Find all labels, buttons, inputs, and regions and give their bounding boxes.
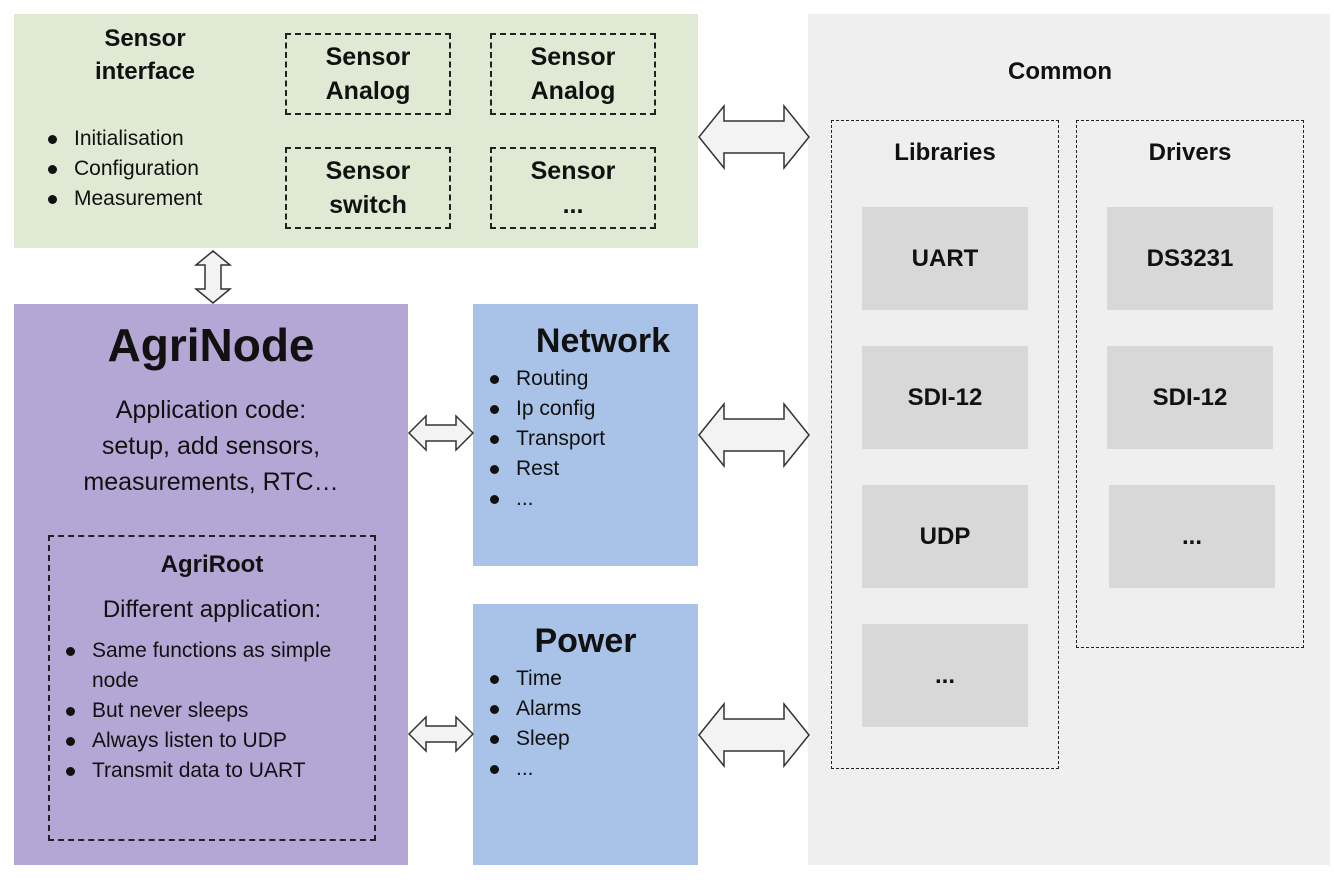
bullet-icon [48, 135, 57, 144]
bullet-icon [490, 405, 499, 414]
sensor-box-more: Sensor ... [490, 147, 656, 229]
driver-ds3231: DS3231 [1107, 207, 1273, 310]
agriroot-title: AgriRoot [160, 551, 264, 578]
bullet-icon [66, 707, 75, 716]
library-uart: UART [862, 207, 1028, 310]
bullet-icon [48, 195, 57, 204]
bullet-icon [490, 435, 499, 444]
list-item: Transport [486, 424, 696, 454]
list-item: Measurement [44, 184, 264, 214]
common-title: Common [1008, 58, 1112, 85]
network-panel [473, 304, 698, 566]
agrinode-description: Application code: setup, add sensors, me… [83, 396, 339, 496]
double-arrow-icon [698, 701, 810, 769]
agriroot-subtitle: Different application: [102, 596, 322, 623]
bullet-icon [490, 375, 499, 384]
power-panel [473, 604, 698, 865]
bullet-icon [490, 675, 499, 684]
double-arrow-icon [407, 414, 475, 452]
list-item: ... [486, 484, 696, 514]
sensor-interface-bullets: Initialisation Configuration Measurement [44, 124, 264, 214]
list-item: ... [486, 754, 696, 784]
sensor-box-analog-2: Sensor Analog [490, 33, 656, 115]
network-title: Network [535, 322, 671, 360]
sensor-interface-panel [14, 14, 698, 248]
sensor-box-analog-1: Sensor Analog [285, 33, 451, 115]
driver-sdi12: SDI-12 [1107, 346, 1273, 449]
drivers-title: Drivers [1148, 139, 1232, 166]
double-arrow-icon [407, 715, 475, 753]
list-item: Rest [486, 454, 696, 484]
bullet-icon [490, 465, 499, 474]
driver-more: ... [1109, 485, 1275, 588]
power-bullets: Time Alarms Sleep ... [486, 664, 696, 784]
agriroot-bullets: Same functions as simple node But never … [62, 636, 372, 786]
bullet-icon [490, 735, 499, 744]
list-item: Always listen to UDP [62, 726, 372, 756]
bullet-icon [490, 765, 499, 774]
bullet-icon [66, 767, 75, 776]
list-item: Same functions as simple node [62, 636, 372, 696]
network-bullets: Routing Ip config Transport Rest ... [486, 364, 696, 514]
sensor-interface-title: Sensor interface [94, 25, 196, 85]
agriroot-box [48, 535, 376, 841]
list-item: Transmit data to UART [62, 756, 372, 786]
bullet-icon [490, 705, 499, 714]
list-item: Time [486, 664, 696, 694]
library-sdi12: SDI-12 [862, 346, 1028, 449]
agrinode-title: AgriNode [107, 319, 315, 371]
library-udp: UDP [862, 485, 1028, 588]
agrinode-panel [14, 304, 408, 865]
bullet-icon [66, 647, 75, 656]
power-title: Power [534, 622, 637, 660]
libraries-title: Libraries [894, 139, 996, 166]
bullet-icon [66, 737, 75, 746]
list-item: Routing [486, 364, 696, 394]
bullet-icon [490, 495, 499, 504]
list-item: Ip config [486, 394, 696, 424]
drivers-column [1076, 120, 1304, 648]
list-item: Alarms [486, 694, 696, 724]
list-item: Configuration [44, 154, 264, 184]
sensor-box-switch: Sensor switch [285, 147, 451, 229]
double-arrow-icon [193, 250, 233, 304]
double-arrow-icon [698, 103, 810, 171]
list-item: Sleep [486, 724, 696, 754]
double-arrow-icon [698, 401, 810, 469]
bullet-icon [48, 165, 57, 174]
libraries-column [831, 120, 1059, 769]
library-more: ... [862, 624, 1028, 727]
list-item: But never sleeps [62, 696, 372, 726]
list-item: Initialisation [44, 124, 264, 154]
